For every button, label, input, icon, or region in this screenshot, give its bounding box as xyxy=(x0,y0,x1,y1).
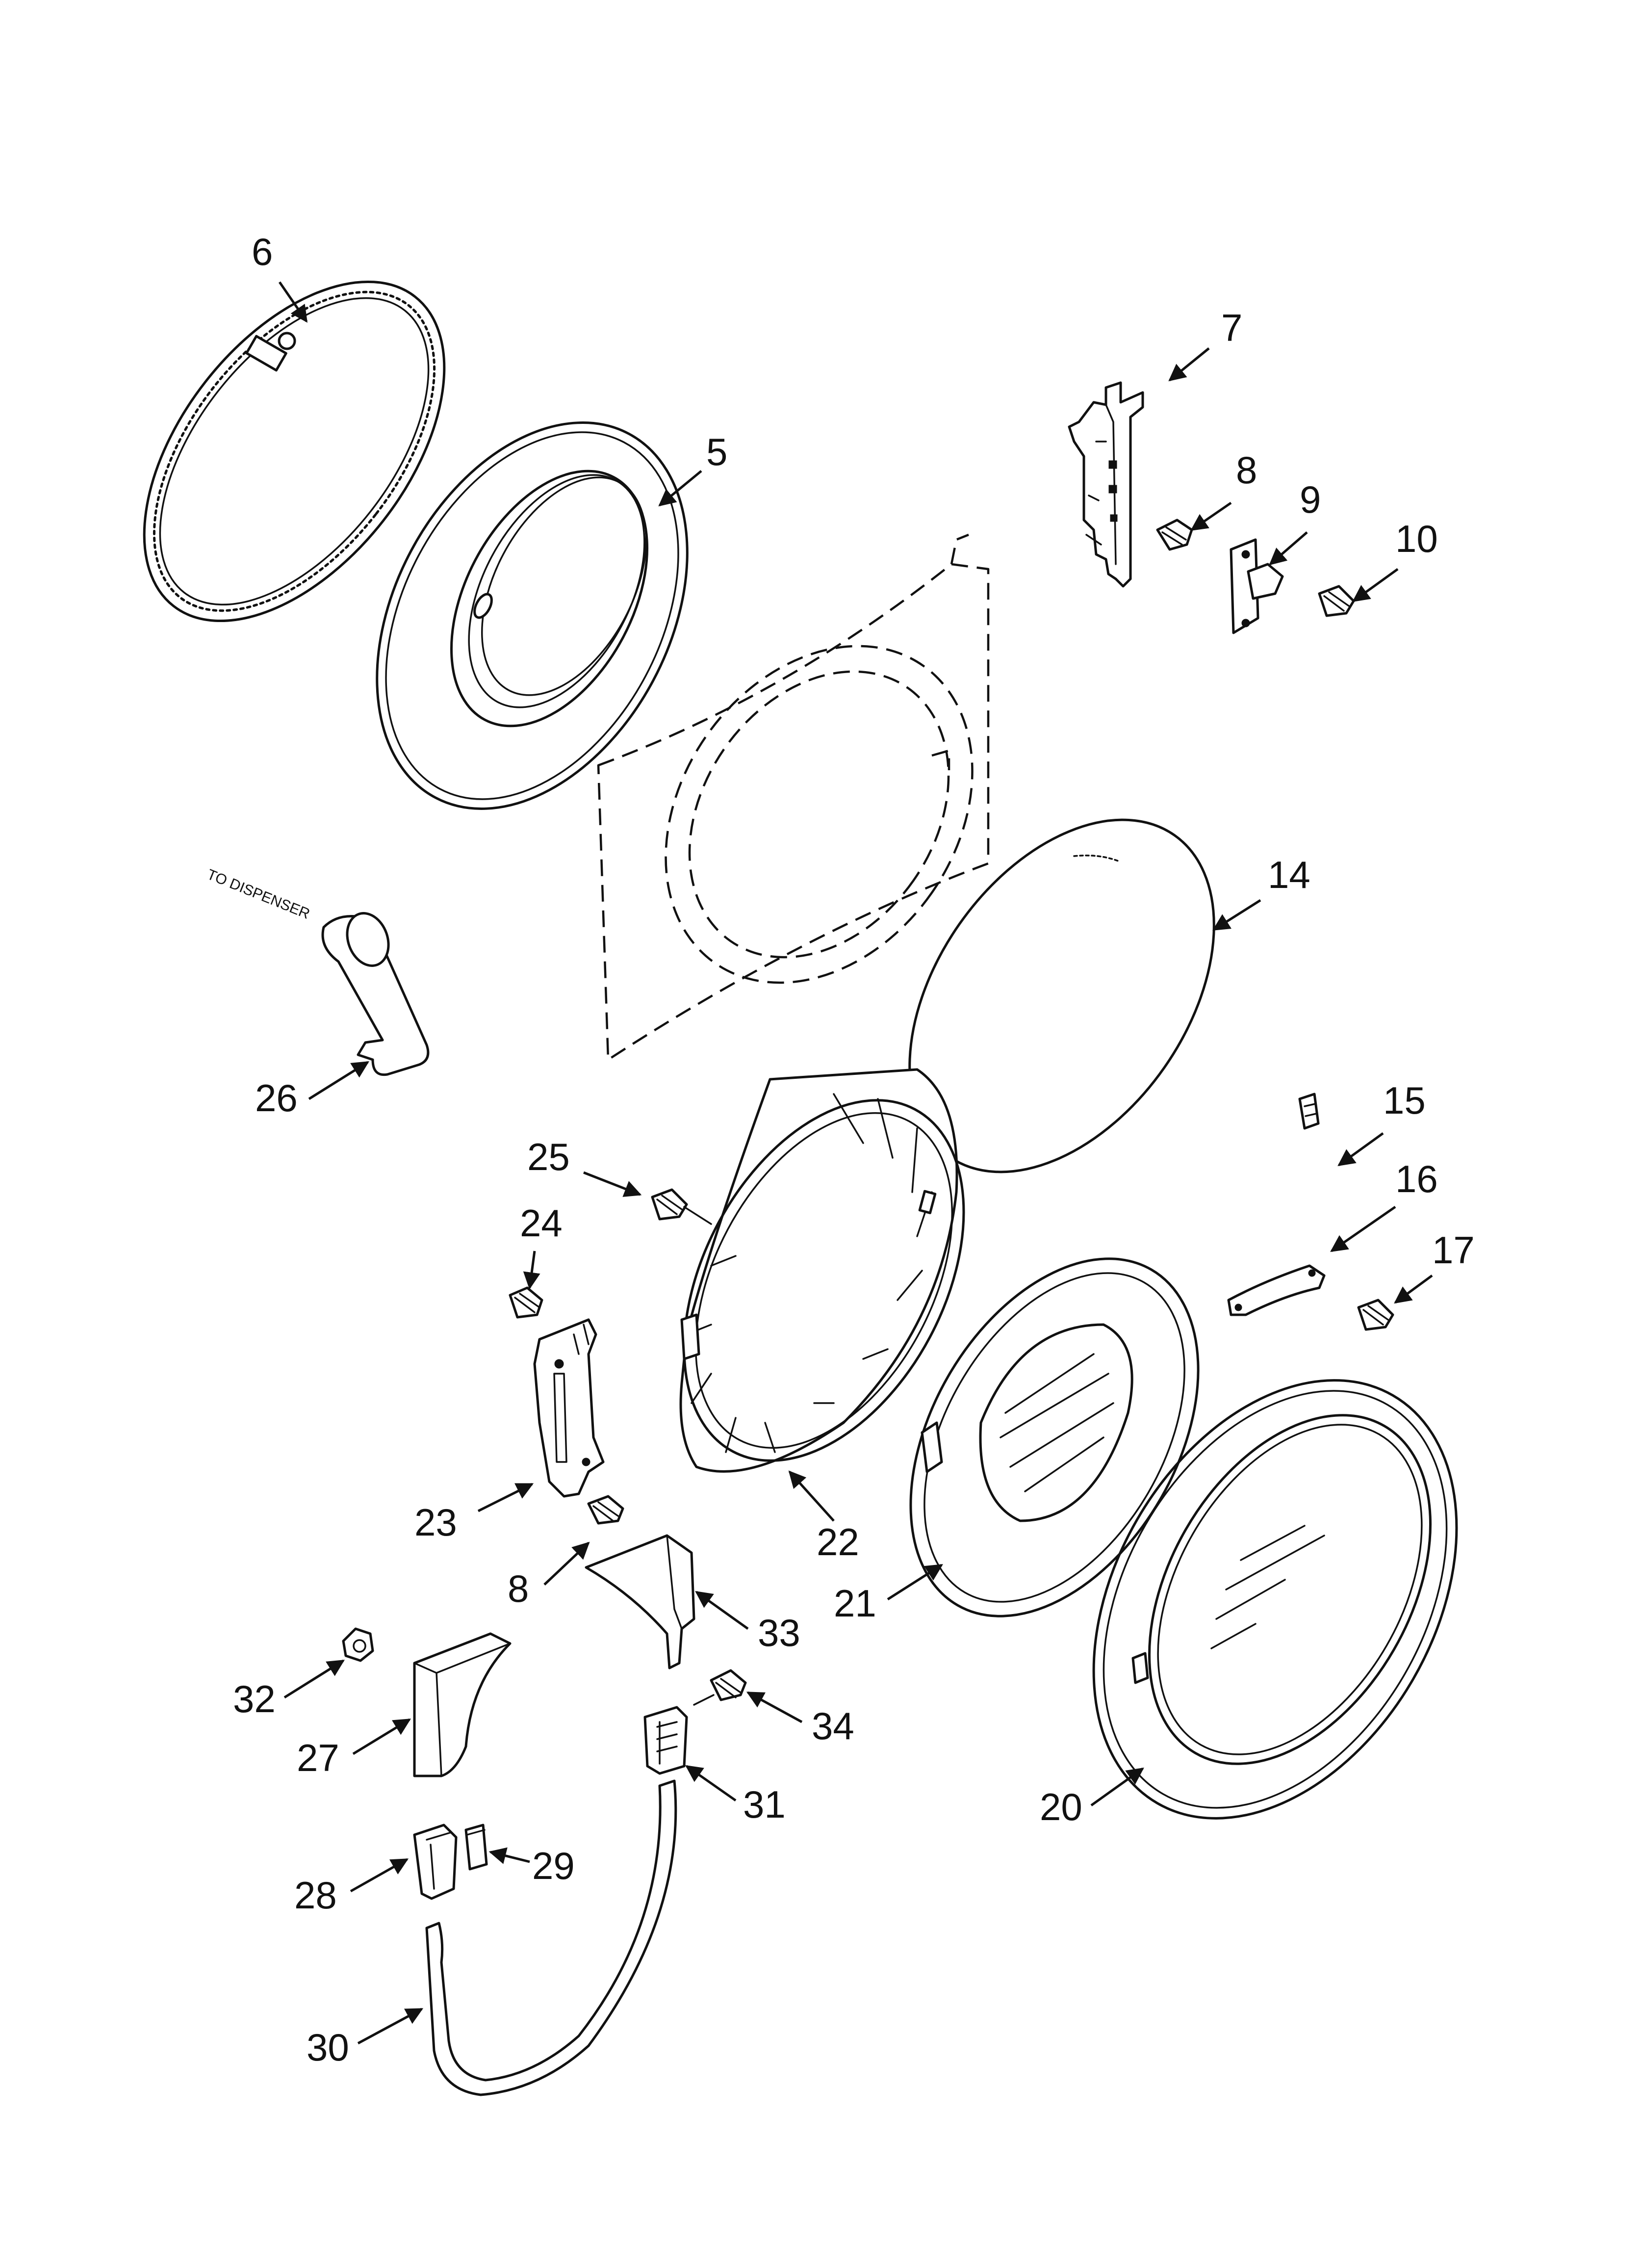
leader-14 xyxy=(1212,899,1261,931)
leader-15 xyxy=(1337,1132,1384,1167)
leader-25 xyxy=(583,1171,642,1197)
leader-6 xyxy=(278,281,308,323)
callout-9: 9 xyxy=(1300,478,1321,521)
front-panel-reference xyxy=(597,533,990,1061)
callout-24: 24 xyxy=(520,1201,563,1245)
screw-part-25 xyxy=(651,1188,712,1225)
callout-14: 14 xyxy=(1268,853,1310,896)
callout-16: 16 xyxy=(1395,1157,1438,1200)
callout-5: 5 xyxy=(706,430,727,473)
leader-8a xyxy=(1190,501,1232,531)
part-32-nut xyxy=(342,1627,374,1662)
part-27-handle xyxy=(413,1632,512,1777)
part-23-hinge xyxy=(533,1318,605,1498)
part-22-inner-door xyxy=(679,1068,965,1473)
leader-8b xyxy=(543,1541,590,1586)
callout-32: 32 xyxy=(233,1677,276,1721)
callout-10: 10 xyxy=(1395,517,1438,560)
leader-10 xyxy=(1352,568,1399,602)
leader-28 xyxy=(350,1858,409,1893)
callout-33: 33 xyxy=(758,1611,800,1654)
part-9-strike xyxy=(1230,538,1284,634)
part-29-handle-clip xyxy=(464,1824,488,1871)
leader-9 xyxy=(1269,531,1308,566)
part-7-latch-bracket xyxy=(1068,381,1144,588)
part-33-handle-cover xyxy=(585,1534,695,1669)
callout-22: 22 xyxy=(817,1520,859,1564)
callout-25: 25 xyxy=(527,1135,570,1178)
leader-16 xyxy=(1330,1205,1396,1252)
callout-labels: 6 5 7 8 9 10 14 15 16 17 20 21 22 23 24 … xyxy=(233,230,1475,2069)
part-31-latch xyxy=(643,1706,688,1775)
callout-8-top: 8 xyxy=(1236,448,1257,492)
callout-31: 31 xyxy=(743,1783,786,1826)
leader-17 xyxy=(1394,1274,1433,1304)
callout-26: 26 xyxy=(255,1076,298,1120)
leader-30 xyxy=(357,2007,424,2045)
leader-5 xyxy=(658,470,702,507)
leader-31 xyxy=(685,1765,737,1802)
to-dispenser-note: TO DISPENSER xyxy=(205,866,312,922)
leader-21 xyxy=(887,1564,943,1601)
leader-27 xyxy=(352,1718,411,1755)
callout-29: 29 xyxy=(532,1844,575,1887)
leader-20 xyxy=(1090,1767,1144,1807)
screw-part-17 xyxy=(1357,1299,1394,1331)
part-20-outer-door xyxy=(1092,1379,1458,1820)
leader-26 xyxy=(308,1061,369,1100)
callout-6: 6 xyxy=(252,230,273,273)
screw-part-24 xyxy=(509,1286,543,1319)
part-26-dispenser-hose xyxy=(321,912,430,1076)
leader-22 xyxy=(788,1470,835,1522)
part-16-hinge-plate xyxy=(1227,1264,1326,1316)
leader-29 xyxy=(488,1847,530,1864)
callout-34: 34 xyxy=(812,1704,854,1747)
part-15-clip xyxy=(1298,1093,1320,1130)
callout-27: 27 xyxy=(297,1736,339,1779)
screw-part-34 xyxy=(693,1669,747,1706)
callout-15: 15 xyxy=(1383,1079,1426,1122)
callout-20: 20 xyxy=(1040,1785,1082,1828)
screw-part-8-lower xyxy=(587,1495,624,1525)
leader-24 xyxy=(523,1251,540,1290)
part-5-door-bellow xyxy=(376,421,689,810)
part-28-handle-insert xyxy=(413,1824,458,1900)
callout-17: 17 xyxy=(1432,1228,1475,1272)
leader-33 xyxy=(695,1590,749,1630)
callout-23: 23 xyxy=(414,1501,457,1544)
part-21-door-glass xyxy=(909,1257,1200,1617)
callout-30: 30 xyxy=(307,2026,349,2069)
callout-7: 7 xyxy=(1221,306,1242,349)
leader-7 xyxy=(1168,347,1210,382)
leader-lines xyxy=(278,281,1433,2045)
leader-32 xyxy=(283,1659,345,1699)
callout-28: 28 xyxy=(294,1874,337,1917)
part-30-door-trim xyxy=(425,1779,677,2096)
screw-part-10 xyxy=(1318,585,1355,617)
leader-23 xyxy=(477,1483,534,1512)
part-6-clamp-ring xyxy=(143,280,446,623)
leader-34 xyxy=(746,1691,803,1723)
callout-8-lower: 8 xyxy=(508,1567,529,1610)
callout-21: 21 xyxy=(834,1582,876,1625)
screw-part-8-top xyxy=(1156,519,1193,551)
